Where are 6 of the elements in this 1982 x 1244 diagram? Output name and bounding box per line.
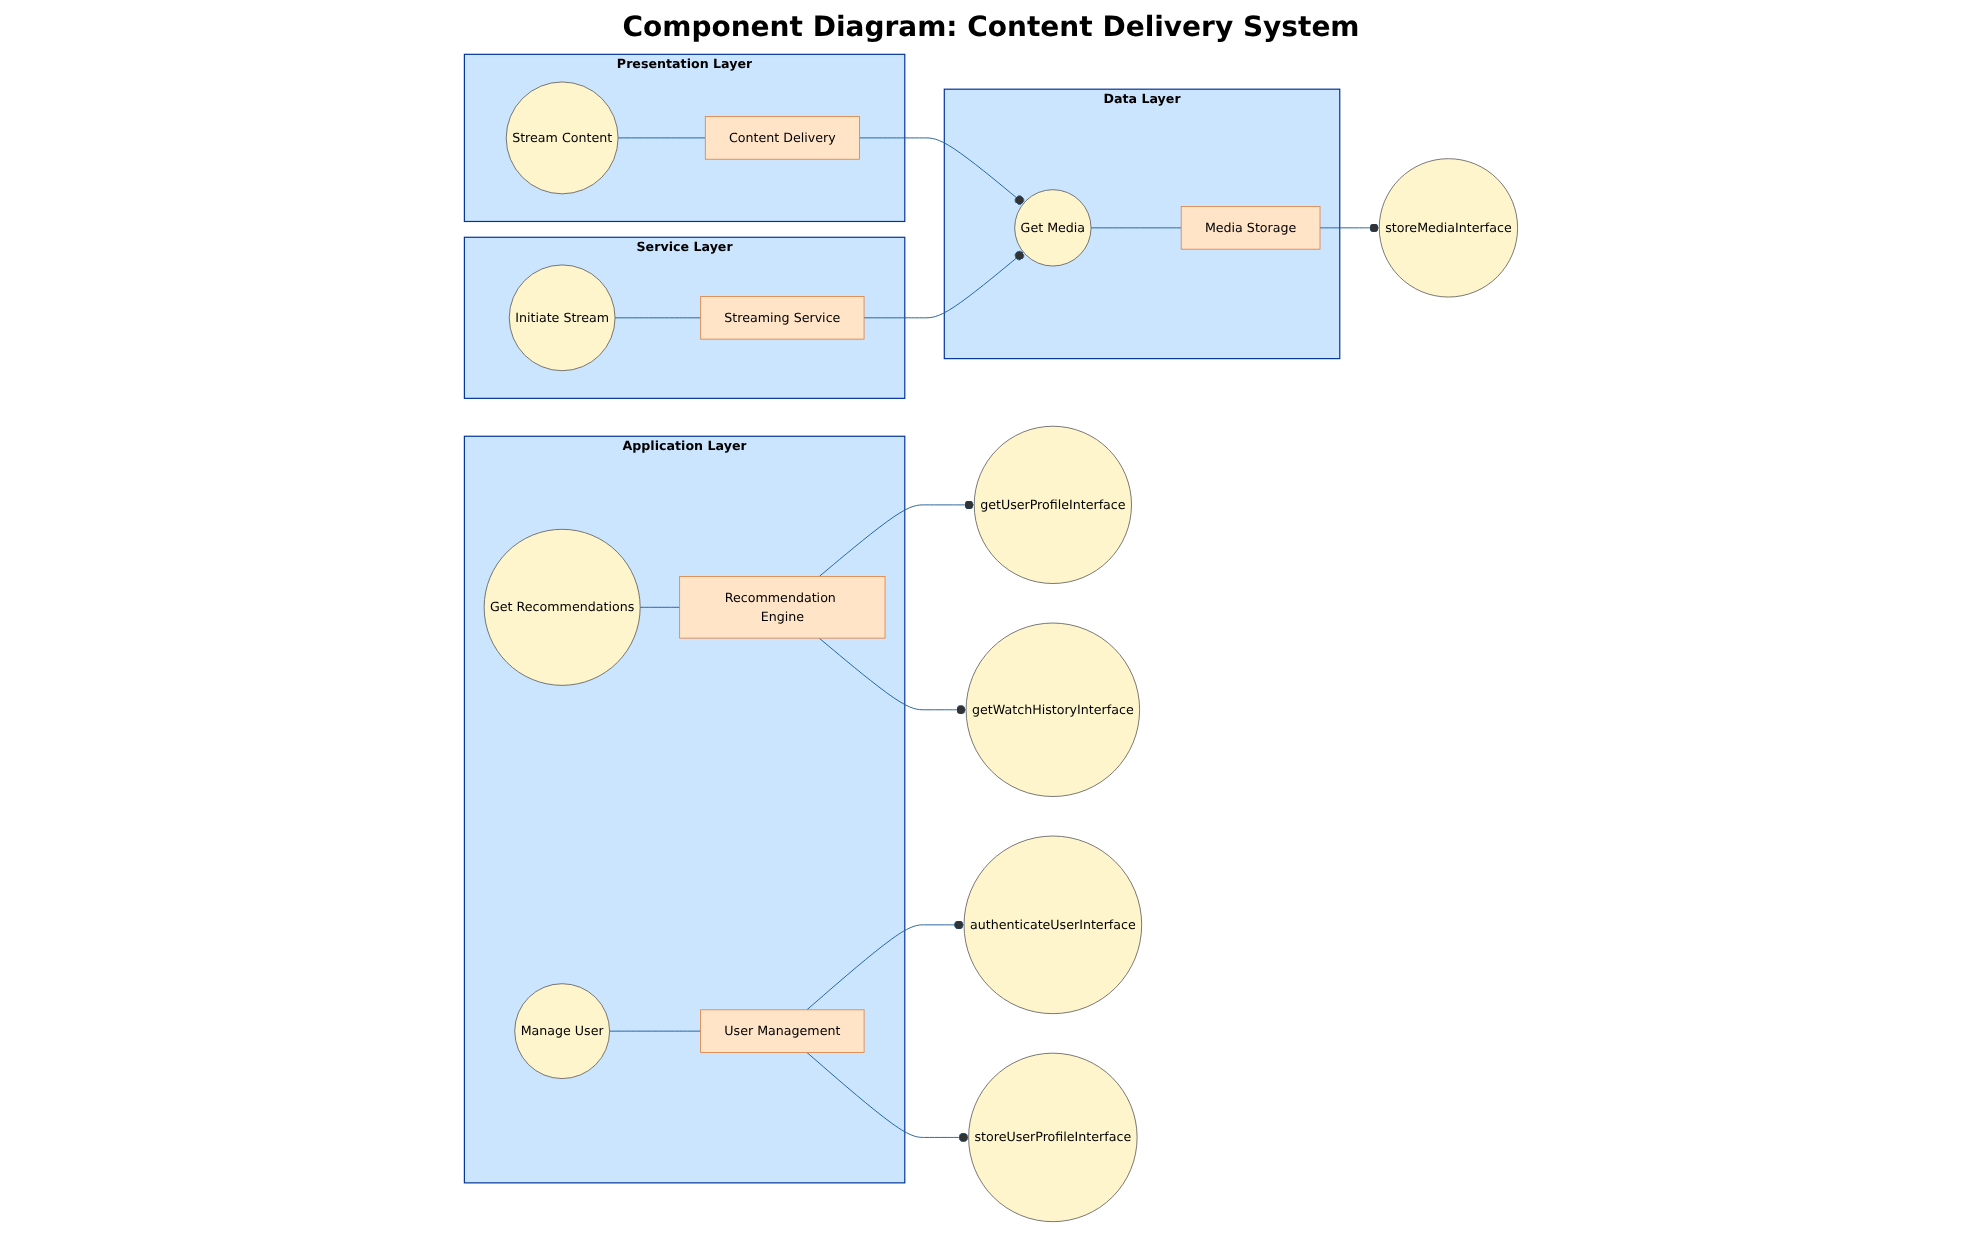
connector [1090,227,1182,229]
connector [617,137,706,139]
connector [614,317,702,319]
diagram-title: Component Diagram: Content Delivery System [620,12,1362,44]
connector [609,1030,702,1032]
connector [639,606,681,608]
